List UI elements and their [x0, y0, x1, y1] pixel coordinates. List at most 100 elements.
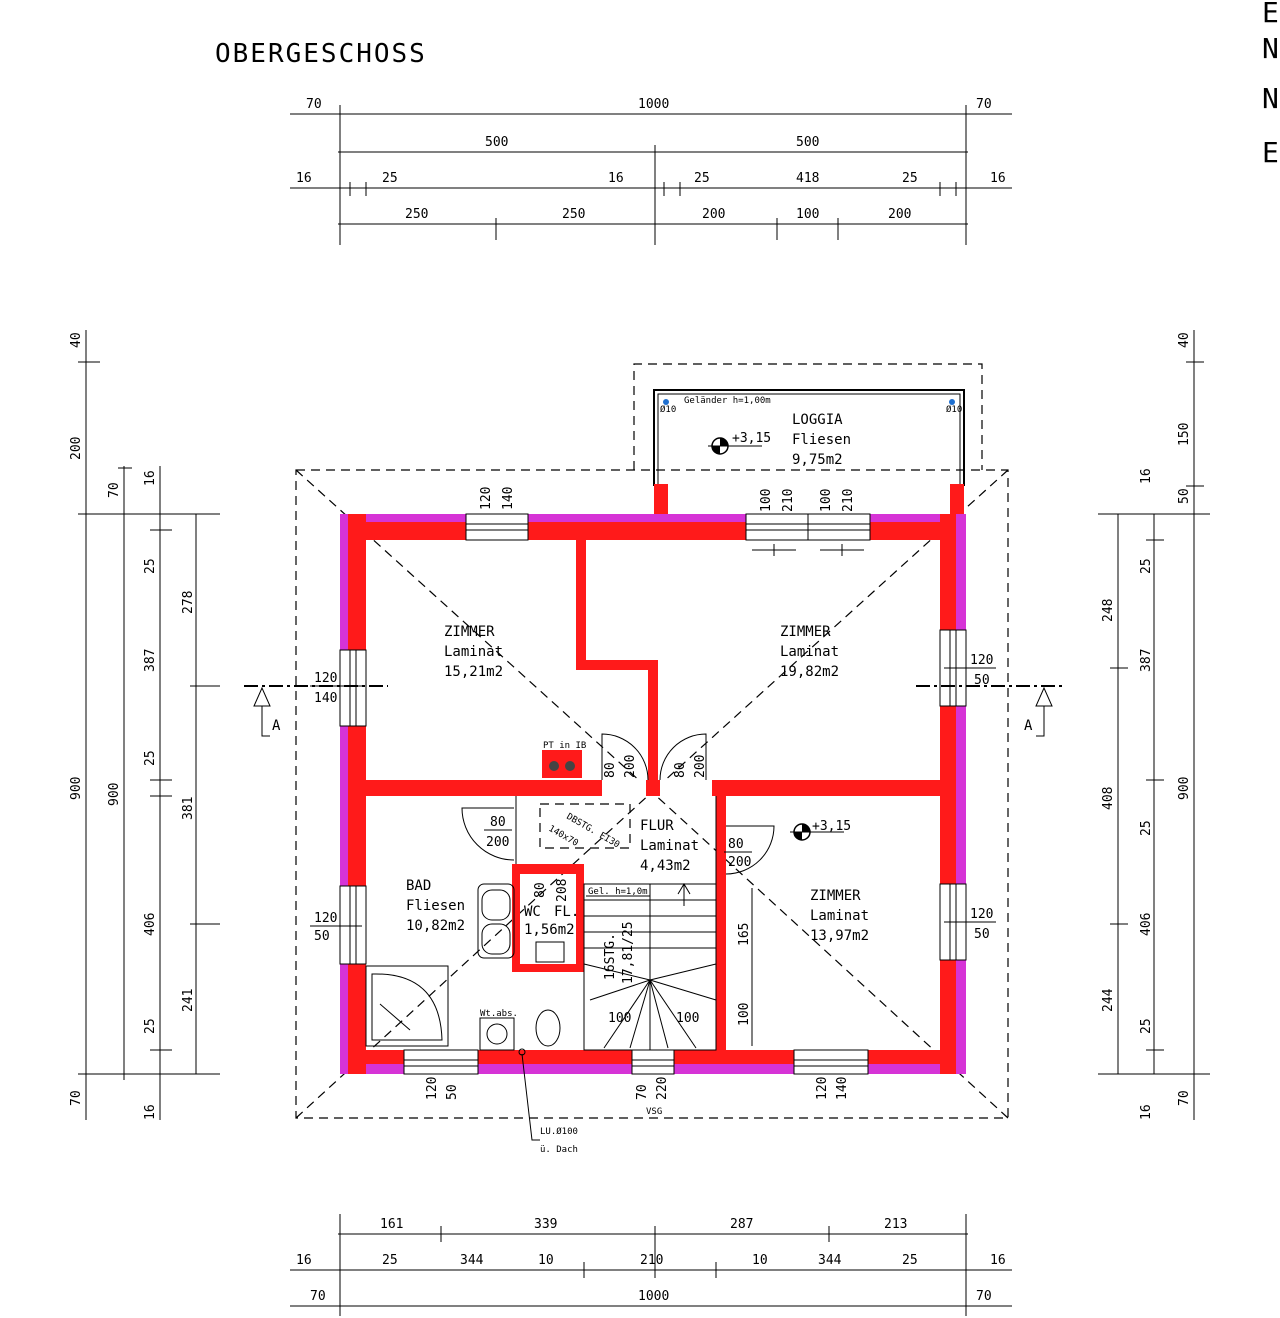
op-door-6: 200 — [486, 835, 509, 850]
post-left-icon — [663, 399, 669, 405]
dim-top-16: 100 — [796, 207, 819, 222]
room-loggia-area: 9,75m2 — [792, 452, 843, 468]
dim-top-11: 25 — [902, 171, 918, 186]
dim-bot-3: 287 — [730, 1217, 753, 1232]
room-zimmer1-area: 15,21m2 — [444, 664, 503, 680]
dim-right-7: 406 — [1139, 913, 1154, 936]
dim-top-10: 418 — [796, 171, 819, 186]
level-marker-zimmer-icon — [790, 823, 844, 841]
edge-letter-4: E — [1262, 136, 1279, 169]
op-bot-3: 70 — [635, 1084, 650, 1100]
dim-right-15: 70 — [1177, 1090, 1192, 1106]
washing-machine-icon — [479, 1017, 515, 1051]
dim-right-10: 150 — [1177, 423, 1192, 446]
dim-top-2: 1000 — [638, 97, 669, 112]
op-door-4: 200 — [693, 755, 708, 778]
dim-top-1: 70 — [306, 97, 322, 112]
opening-dimensions: 120 140 100 210 100 210 120 140 120 50 1… — [310, 487, 996, 1117]
op-stair-w2: 100 — [676, 1011, 699, 1026]
dim-left-2: 200 — [69, 437, 84, 460]
dim-left-15: 381 — [181, 797, 196, 820]
dim-right-9: 40 — [1177, 332, 1192, 348]
room-wc-name: WC — [524, 904, 541, 920]
op-door-8: 200 — [728, 855, 751, 870]
section-a-right-icon — [1035, 686, 1053, 707]
post-right-label: Ø10 — [946, 404, 962, 415]
dim-top-8: 16 — [608, 171, 624, 186]
dim-left-8: 16 — [143, 470, 158, 486]
hatch-label-2: 140x70 — [547, 824, 580, 849]
op-right-2: 50 — [974, 673, 990, 688]
op-top-1: 120 — [479, 487, 494, 510]
op-door-2: 200 — [623, 755, 638, 778]
dim-bot-8: 10 — [538, 1253, 554, 1268]
room-flur-name: FLUR — [640, 818, 674, 834]
section-a-left: A — [272, 718, 281, 734]
dim-left-3: 900 — [69, 777, 84, 800]
dim-bot-11: 344 — [818, 1253, 842, 1268]
dim-top-5: 500 — [796, 135, 819, 150]
post-right-icon — [949, 399, 955, 405]
dim-left-9: 25 — [143, 558, 158, 574]
room-wc-fl: FL. — [554, 904, 579, 920]
dim-left-6: 900 — [107, 783, 122, 806]
dim-top-7: 25 — [382, 171, 398, 186]
op-door-9: 80 — [533, 882, 548, 898]
op-log-4: 210 — [841, 489, 856, 512]
dim-left-5: 70 — [107, 482, 122, 498]
dim-top-3: 70 — [976, 97, 992, 112]
level-zimmer: +3,15 — [812, 819, 851, 834]
dim-top-13: 250 — [405, 207, 428, 222]
post-left-label: Ø10 — [660, 404, 676, 415]
dim-bot-4: 213 — [884, 1217, 907, 1232]
dim-bot-15: 1000 — [638, 1289, 669, 1304]
room-zimmer3-area: 13,97m2 — [810, 928, 869, 944]
dim-left-7: 16 — [143, 1104, 158, 1120]
dim-right-5: 387 — [1139, 649, 1154, 672]
op-left-2: 140 — [314, 691, 337, 706]
washbasin-icon — [477, 883, 515, 959]
dim-right-11: 16 — [1139, 468, 1154, 484]
stair-railing-label: Gel. h=1,0m — [588, 887, 648, 897]
lu-label-2: ü. Dach — [540, 1145, 578, 1155]
op-right-3: 120 — [970, 907, 993, 922]
dim-left-12: 406 — [143, 913, 158, 936]
room-bad-floor: Fliesen — [406, 898, 465, 914]
section-a-left-icon — [253, 686, 271, 707]
dim-top-17: 200 — [888, 207, 911, 222]
room-zimmer2-name: ZIMMER — [780, 624, 831, 640]
dim-bot-5: 16 — [296, 1253, 312, 1268]
dim-right-4: 25 — [1139, 558, 1154, 574]
dim-left-11: 25 — [143, 750, 158, 766]
op-log-1: 100 — [759, 489, 774, 512]
stair-rise: 17,81/25 — [621, 921, 636, 984]
loggia: Ø10 Ø10 Geländer h=1,00m +3,15 LOGGIA Fl… — [653, 389, 965, 514]
lu-label-1: LU.Ø100 — [540, 1126, 578, 1137]
bathtub-icon — [365, 965, 449, 1047]
wc-tank-icon — [535, 941, 565, 963]
left-dimension-chain: 40 200 900 70 70 900 16 16 25 387 25 406… — [69, 330, 220, 1120]
dim-bot-14: 70 — [310, 1289, 326, 1304]
dim-bot-12: 25 — [902, 1253, 918, 1268]
room-zimmer2-area: 19,82m2 — [780, 664, 839, 680]
op-bot-1: 120 — [425, 1077, 440, 1100]
pt-label: PT in IB — [543, 741, 586, 751]
bottom-dimension-chain: 161 339 287 213 16 25 344 10 210 10 344 … — [290, 1214, 1012, 1316]
heater-icon — [549, 761, 559, 771]
room-zimmer3-floor: Laminat — [810, 908, 869, 924]
dim-right-8: 25 — [1139, 1018, 1154, 1034]
room-loggia-name: LOGGIA — [792, 412, 843, 428]
dim-top-9: 25 — [694, 171, 710, 186]
section-a-right: A — [1024, 718, 1033, 734]
op-right-1: 120 — [970, 653, 993, 668]
op-log-2: 210 — [781, 489, 796, 512]
railing-label: Geländer h=1,00m — [684, 396, 771, 406]
op-bot-5: 120 — [815, 1077, 830, 1100]
dim-left-4: 70 — [69, 1090, 84, 1106]
op-stair-w3: 100 — [737, 1003, 752, 1026]
dim-left-13: 25 — [143, 1018, 158, 1034]
room-flur-floor: Laminat — [640, 838, 699, 854]
room-loggia-floor: Fliesen — [792, 432, 851, 448]
washer-label: Wt.abs. — [480, 1009, 518, 1019]
